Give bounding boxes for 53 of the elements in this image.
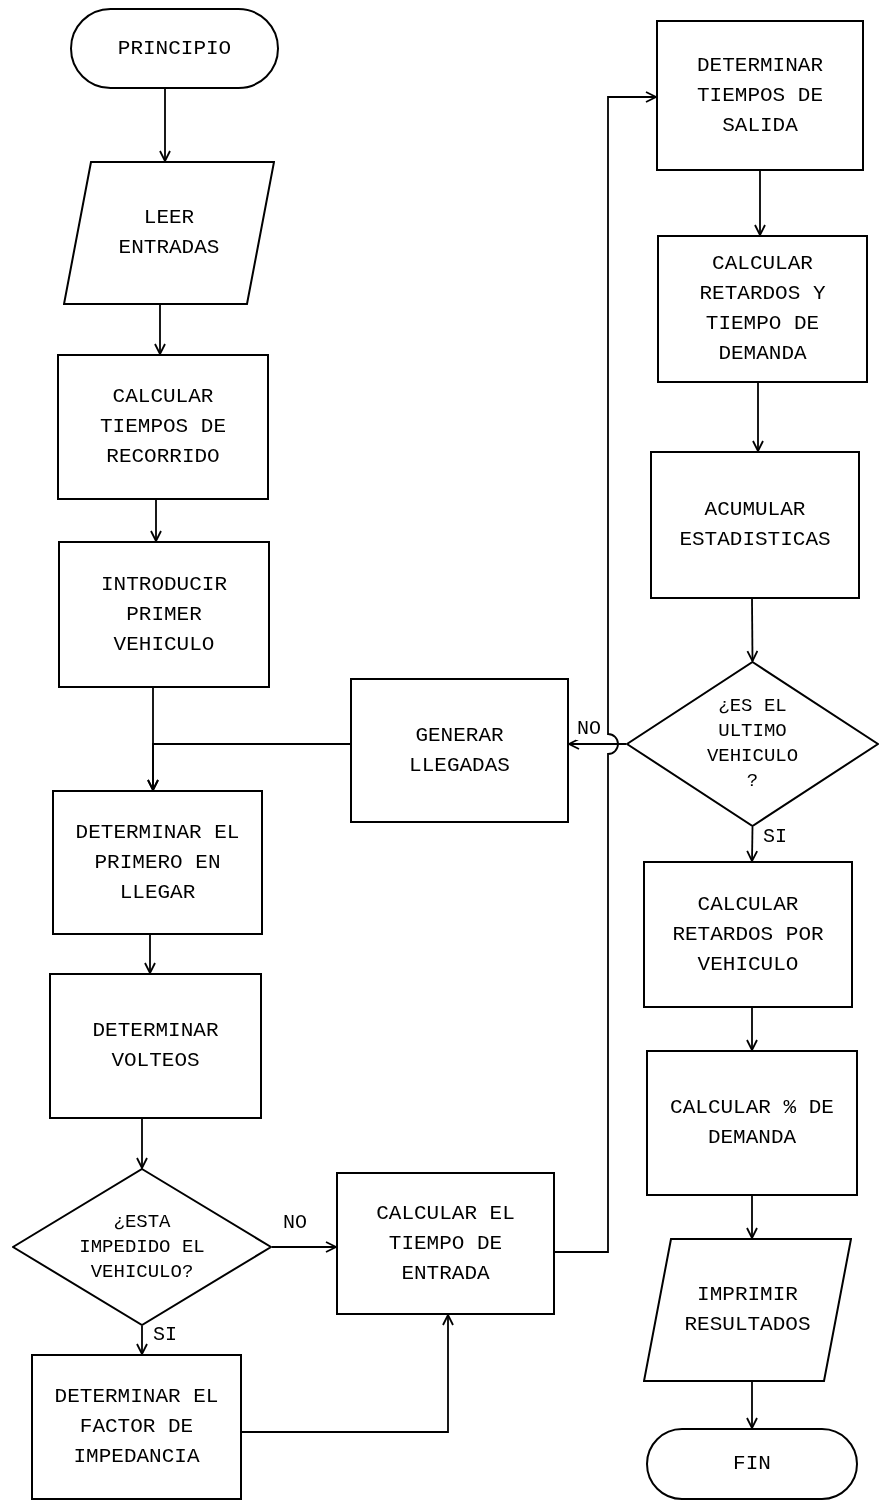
process-box <box>650 451 860 599</box>
edge-label: NO <box>576 718 602 740</box>
process-box <box>49 973 262 1119</box>
flow-arrow <box>746 598 759 662</box>
step-label: LEER ENTRADAS <box>117 205 221 261</box>
step-label: INTRODUCIR PRIMER VEHICULO <box>100 571 228 658</box>
flow-arrow <box>271 1241 337 1253</box>
process-box <box>656 20 864 171</box>
flow-arrow <box>241 1314 454 1433</box>
flow-arrow <box>136 1325 148 1355</box>
process-box <box>646 1050 858 1196</box>
step-label: IMPRIMIR RESULTADOS <box>683 1282 812 1338</box>
process-box <box>52 790 263 935</box>
process-box <box>657 235 868 383</box>
flow-arrow <box>746 826 759 862</box>
step-label: FIN <box>733 1451 771 1477</box>
flow-arrow <box>150 499 162 542</box>
step-label: CALCULAR TIEMPOS DE RECORRIDO <box>99 384 227 470</box>
flow-arrow <box>754 170 766 236</box>
step-label: PRINCIPIO <box>117 35 232 62</box>
flow-arrow <box>144 934 156 974</box>
process-box <box>643 861 853 1008</box>
input-output-parallelogram <box>643 1238 852 1382</box>
decision-diamond <box>626 661 879 827</box>
input-output-parallelogram <box>63 161 275 305</box>
step-label: DETERMINAR VOLTEOS <box>91 1018 220 1074</box>
step-label: CALCULAR RETARDOS Y TIEMPO DE DEMANDA <box>698 251 827 367</box>
step-label: DETERMINAR EL PRIMERO EN LLEGAR <box>74 819 241 906</box>
step-label: DETERMINAR TIEMPOS DE SALIDA <box>696 52 824 139</box>
step-label: GENERAR LLEGADAS <box>408 722 511 779</box>
flow-arrow <box>154 304 166 355</box>
flow-arrow <box>746 1195 758 1239</box>
process-box <box>58 541 270 688</box>
decision-diamond <box>12 1168 272 1326</box>
step-label: DETERMINAR EL FACTOR DE IMPEDANCIA <box>53 1384 220 1470</box>
step-label: ¿ESTA IMPEDIDO EL VEHICULO? <box>78 1209 206 1285</box>
step-label: CALCULAR EL TIEMPO DE ENTRADA <box>375 1200 516 1287</box>
flow-arrow <box>746 1007 758 1051</box>
step-label: ¿ES EL ULTIMO VEHICULO ? <box>705 694 800 794</box>
flow-arrow <box>752 382 764 452</box>
flow-arrow <box>746 1381 758 1429</box>
process-box <box>31 1354 242 1500</box>
flow-arrow <box>136 1118 148 1169</box>
process-box <box>350 678 569 823</box>
process-box <box>57 354 269 500</box>
step-label: ACUMULAR ESTADISTICAS <box>678 497 832 553</box>
flow-arrow <box>568 738 627 750</box>
flow-arrow <box>147 743 351 791</box>
flow-arrow <box>159 88 171 162</box>
step-label: CALCULAR % DE DEMANDA <box>669 1095 835 1151</box>
step-label: CALCULAR RETARDOS POR VEHICULO <box>671 891 825 978</box>
process-box <box>336 1172 555 1315</box>
flow-arrow <box>554 91 657 1253</box>
